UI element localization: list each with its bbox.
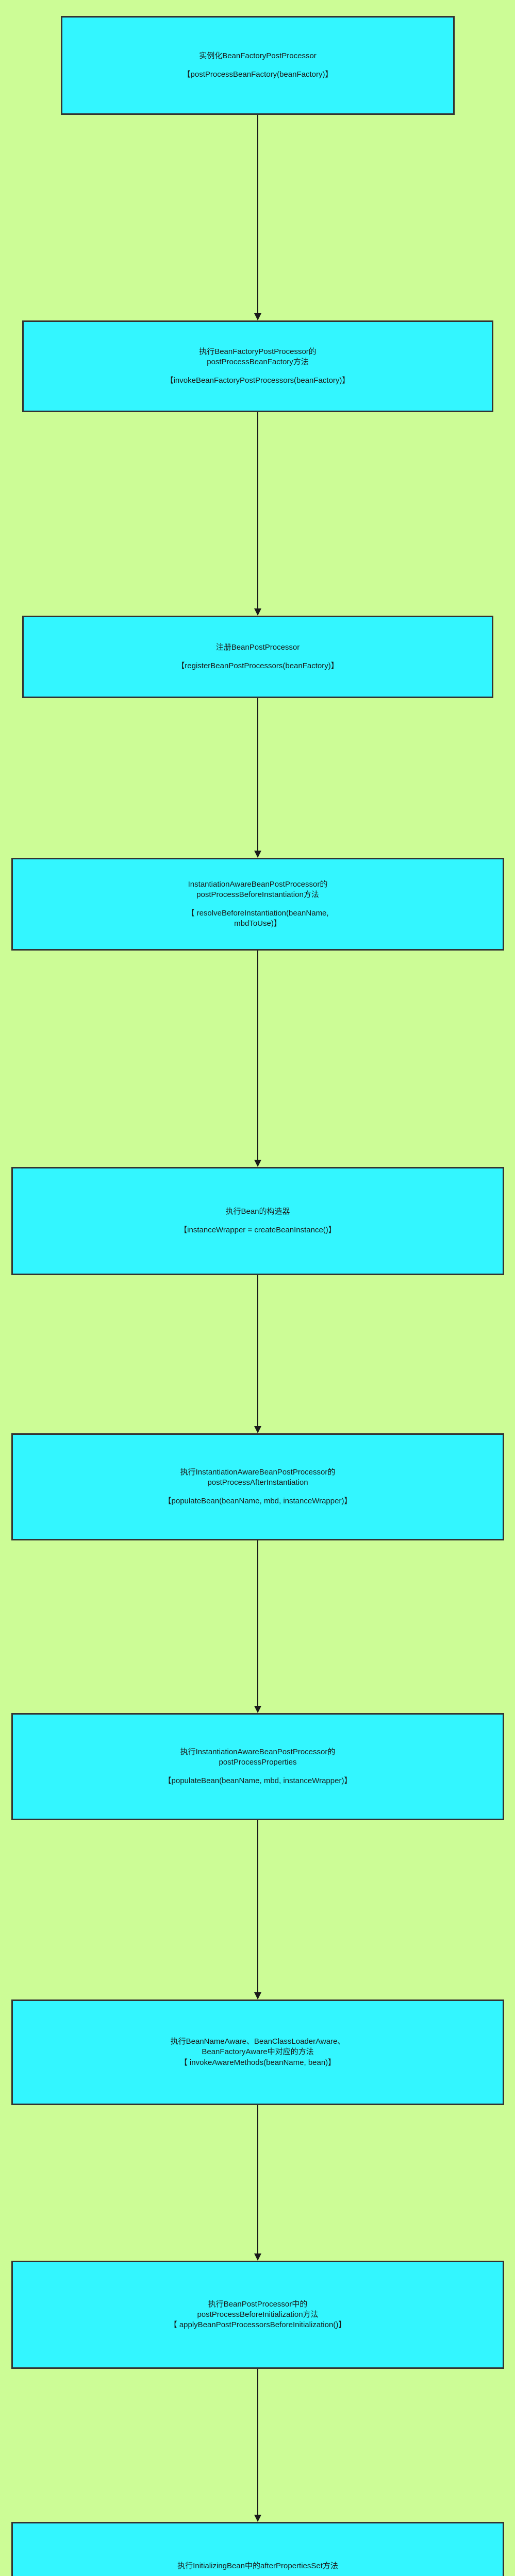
edge-8-to-9-arrow-icon	[254, 2253, 261, 2261]
edge-4-to-5-arrow-icon	[254, 1160, 261, 1167]
edge-7-to-8	[257, 1820, 258, 1993]
edge-9-to-10	[257, 2369, 258, 2515]
register-bean-post-processors-text-line-1: 注册BeanPostProcessor	[215, 643, 300, 652]
invoke-bean-factory-post-processors-text-line-2: postProcessBeanFactory方法	[207, 358, 309, 367]
apply-bean-post-processors-before-initialization-text-line-2: postProcessBeforeInitialization方法	[197, 2310, 319, 2319]
invoke-init-methods-text-line-1: 执行InitializingBean中的afterPropertiesSet方法	[177, 2562, 338, 2571]
edge-3-to-4-arrow-icon	[254, 851, 261, 858]
invoke-bean-factory-post-processors-text-line-4: 【invokeBeanFactoryPostProcessors(beanFac…	[165, 376, 350, 385]
edge-6-to-7	[257, 1540, 258, 1706]
invoke-aware-methods[interactable]: 执行BeanNameAware、BeanClassLoaderAware、Bea…	[11, 1999, 504, 2105]
invoke-aware-methods-text-line-2: BeanFactoryAware中对应的方法	[202, 2047, 314, 2057]
register-bean-post-processors[interactable]: 注册BeanPostProcessor 【registerBeanPostProc…	[22, 616, 493, 698]
post-process-after-instantiation-text-line-1: 执行InstantiationAwareBeanPostProcessor的	[180, 1468, 336, 1477]
edge-6-to-7-arrow-icon	[254, 1706, 261, 1713]
edge-4-to-5	[257, 951, 258, 1160]
edge-2-to-3-arrow-icon	[254, 608, 261, 616]
edge-8-to-9	[257, 2105, 258, 2254]
edge-9-to-10-arrow-icon	[254, 2515, 261, 2522]
instantiate-bean-factory-post-processor-text-line-3: 【postProcessBeanFactory(beanFactory)】	[182, 70, 333, 79]
invoke-aware-methods-text-line-1: 执行BeanNameAware、BeanClassLoaderAware、	[170, 2037, 345, 2046]
edge-1-to-2-arrow-icon	[254, 313, 261, 320]
create-bean-instance-text-line-3: 【instanceWrapper = createBeanInstance()】	[179, 1225, 336, 1234]
post-process-properties-text-line-2: postProcessProperties	[219, 1758, 297, 1767]
create-bean-instance[interactable]: 执行Bean的构造器【instanceWrapper = createBeanI…	[11, 1167, 504, 1275]
post-process-after-instantiation-text-line-2: postProcessAfterInstantiation	[207, 1478, 308, 1487]
invoke-init-methods[interactable]: 执行InitializingBean中的afterPropertiesSet方法…	[11, 2522, 504, 2576]
edge-1-to-2	[257, 115, 258, 314]
edge-5-to-6-arrow-icon	[254, 1426, 261, 1433]
edge-7-to-8-arrow-icon	[254, 1992, 261, 1999]
apply-bean-post-processors-before-initialization-text-line-1: 执行BeanPostProcessor中的	[208, 2299, 308, 2309]
edge-5-to-6	[257, 1275, 258, 1427]
post-process-after-instantiation-text-line-4: 【populateBean(beanName, mbd, instanceWra…	[163, 1496, 352, 1505]
instantiate-bean-factory-post-processor[interactable]: 实例化BeanFactoryPostProcessor 【postProcessB…	[61, 16, 455, 115]
edge-2-to-3	[257, 412, 258, 609]
invoke-aware-methods-text-line-3: 【 invokeAwareMethods(beanName, bean)】	[179, 2058, 336, 2067]
apply-bean-post-processors-before-initialization-text-line-3: 【 applyBeanPostProcessorsBeforeInitializ…	[169, 2320, 346, 2330]
register-bean-post-processors-text-line-3: 【registerBeanPostProcessors(beanFactory)…	[177, 661, 339, 670]
post-process-before-instantiation-text-line-1: InstantiationAwareBeanPostProcessor的	[188, 880, 328, 889]
edge-3-to-4	[257, 698, 258, 851]
post-process-before-instantiation-text-line-2: postProcessBeforeInstantiation方法	[196, 890, 319, 900]
post-process-properties-text-line-4: 【populateBean(beanName, mbd, instanceWra…	[163, 1776, 352, 1785]
post-process-before-instantiation-text-line-4: 【 resolveBeforeInstantiation(beanName,	[187, 908, 329, 918]
post-process-before-instantiation-text-line-5: mbdToUse)】	[234, 919, 281, 928]
instantiate-bean-factory-post-processor-text-line-1: 实例化BeanFactoryPostProcessor	[199, 52, 317, 61]
post-process-properties-text-line-1: 执行InstantiationAwareBeanPostProcessor的	[180, 1748, 336, 1757]
invoke-bean-factory-post-processors-text-line-1: 执行BeanFactoryPostProcessor的	[199, 347, 317, 357]
create-bean-instance-text-line-1: 执行Bean的构造器	[225, 1207, 290, 1216]
